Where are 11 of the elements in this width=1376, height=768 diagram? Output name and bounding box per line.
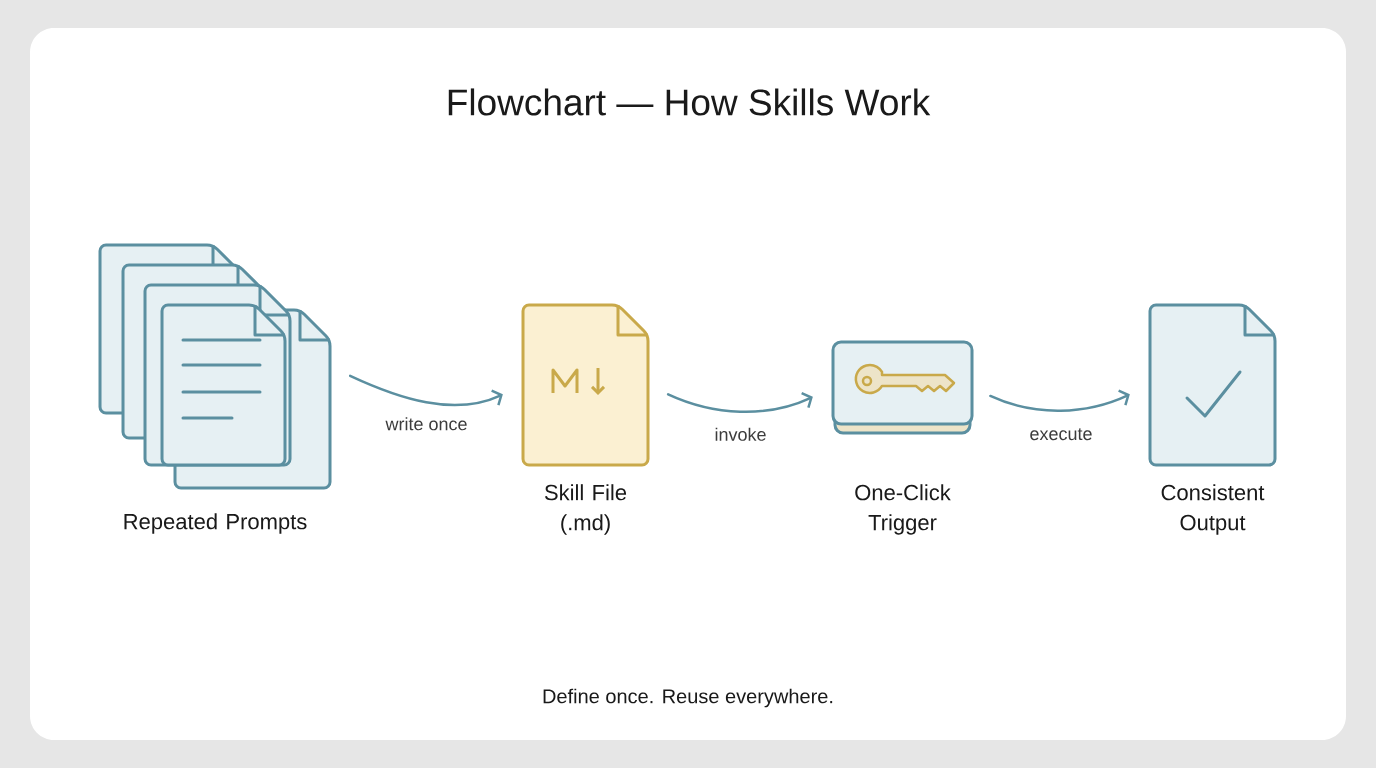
title: Flowchart — How Skills Work <box>448 88 931 116</box>
edge-label: write once <box>383 415 470 433</box>
node-label: Consistent Output <box>1161 484 1265 535</box>
caption: Define once. Reuse everywhere. <box>543 688 833 708</box>
curved-arrow <box>348 374 503 407</box>
node-label: Repeated Prompts <box>124 513 307 534</box>
node-label: One-Click Trigger <box>855 484 951 535</box>
curved-arrow <box>989 389 1130 412</box>
curved-arrow <box>666 392 813 413</box>
node-label: Skill File (.md) <box>544 484 627 535</box>
edge-label: execute <box>1027 426 1095 443</box>
